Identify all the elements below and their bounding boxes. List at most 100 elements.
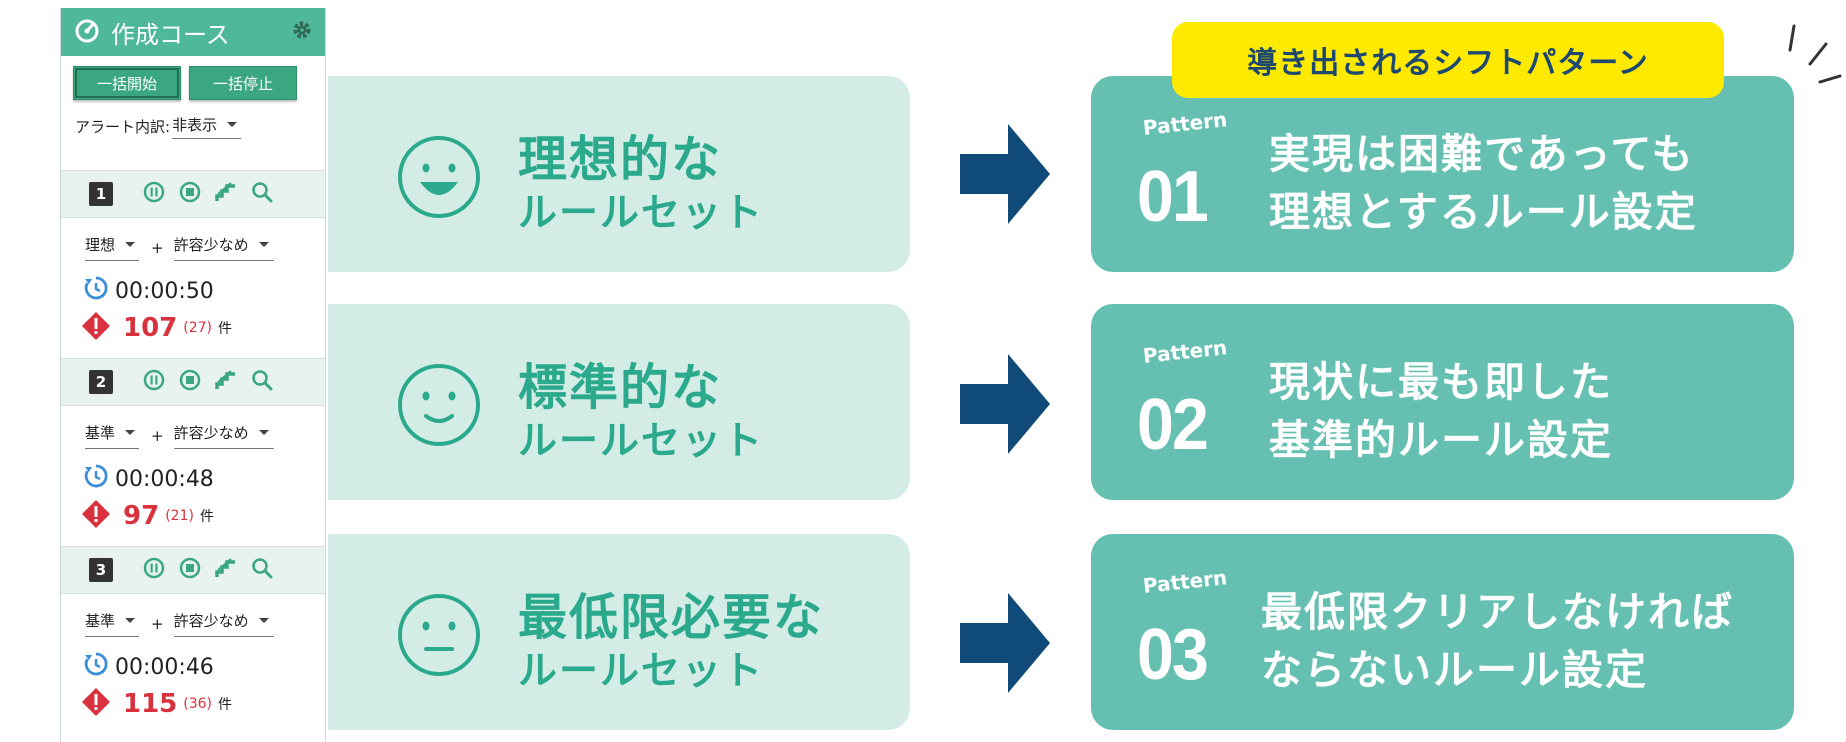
panel-title: 作成コース bbox=[111, 20, 230, 49]
elapsed-time: 00:00:48 bbox=[115, 466, 214, 492]
alert-breakdown-select[interactable]: 非表示 bbox=[172, 114, 242, 139]
alert-icon bbox=[81, 499, 111, 533]
alert-icon bbox=[81, 687, 111, 721]
tolerance-select[interactable]: 許容少なめ bbox=[173, 422, 274, 449]
alert-unit: 件 bbox=[218, 697, 233, 713]
pause-icon[interactable] bbox=[143, 369, 165, 395]
rule-select[interactable]: 基準 bbox=[85, 422, 139, 449]
chevron-down-icon bbox=[227, 121, 238, 127]
neutral-face-icon bbox=[396, 592, 482, 682]
alert-icon bbox=[81, 311, 111, 345]
steps-icon[interactable] bbox=[215, 557, 237, 583]
pattern-word: Pattern bbox=[1141, 335, 1229, 368]
plus-sign: + bbox=[151, 426, 164, 445]
rule-select-value: 基準 bbox=[85, 612, 116, 630]
calm-smile-face-icon bbox=[396, 362, 482, 452]
course-item: 3 基準 + 許容少なめ 00:00:46 115 (36) 件 bbox=[61, 546, 325, 721]
pattern-number: 01 bbox=[1137, 157, 1209, 237]
search-icon[interactable] bbox=[251, 181, 273, 207]
tolerance-select-value: 許容少なめ bbox=[173, 236, 249, 254]
rule-select[interactable]: 理想 bbox=[85, 234, 139, 261]
pause-icon[interactable] bbox=[143, 557, 165, 583]
course-number: 2 bbox=[89, 370, 113, 394]
search-icon[interactable] bbox=[251, 369, 273, 395]
ruleset-subtitle: ルールセット bbox=[518, 191, 765, 236]
alert-count: (21) bbox=[165, 508, 194, 524]
course-panel: 作成コース 一括開始 一括停止 アラート内訳: 非表示 1 理想 + bbox=[60, 8, 326, 742]
elapsed-time: 00:00:46 bbox=[115, 654, 214, 680]
timer-icon bbox=[83, 651, 115, 683]
course-toolbar: 2 bbox=[61, 358, 325, 406]
stop-all-button[interactable]: 一括停止 bbox=[189, 66, 297, 100]
steps-icon[interactable] bbox=[215, 181, 237, 207]
speedometer-icon bbox=[73, 16, 101, 48]
pause-icon[interactable] bbox=[143, 181, 165, 207]
start-all-button[interactable]: 一括開始 bbox=[73, 66, 181, 100]
chevron-down-icon bbox=[258, 242, 269, 247]
alert-unit: 件 bbox=[199, 509, 214, 525]
pattern-line-2: 理想とするルール設定 bbox=[1269, 188, 1698, 236]
ruleset-title: 最低限必要な bbox=[518, 589, 825, 646]
chevron-down-icon bbox=[258, 430, 269, 435]
chevron-down-icon bbox=[125, 618, 136, 623]
tolerance-select[interactable]: 許容少なめ bbox=[173, 610, 274, 637]
pattern-line-1: 実現は困難であっても bbox=[1269, 130, 1695, 178]
course-item: 1 理想 + 許容少なめ 00:00:50 107 (27) 件 bbox=[61, 170, 325, 345]
course-number: 3 bbox=[89, 558, 113, 582]
alert-breakdown-value: 非表示 bbox=[172, 115, 218, 134]
plus-sign: + bbox=[151, 238, 164, 257]
emphasis-lines-icon bbox=[1788, 24, 1842, 84]
ruleset-card-minimum: 最低限必要な ルールセット bbox=[328, 534, 910, 730]
ruleset-subtitle: ルールセット bbox=[518, 649, 765, 694]
shift-pattern-badge: 導き出されるシフトパターン bbox=[1172, 22, 1724, 98]
alert-total: 115 bbox=[123, 689, 178, 719]
alert-total: 107 bbox=[123, 313, 178, 343]
rule-select-value: 理想 bbox=[85, 236, 116, 254]
ruleset-title: 理想的な bbox=[518, 131, 723, 188]
course-item: 2 基準 + 許容少なめ 00:00:48 97 (21) 件 bbox=[61, 358, 325, 533]
ruleset-card-ideal: 理想的な ルールセット bbox=[328, 76, 910, 272]
pattern-line-2: ならないルール設定 bbox=[1261, 646, 1648, 694]
alert-unit: 件 bbox=[218, 321, 233, 337]
chevron-down-icon bbox=[125, 430, 136, 435]
pattern-line-1: 現状に最も即した bbox=[1269, 358, 1613, 406]
right-arrow-icon bbox=[960, 354, 1050, 454]
stop-icon[interactable] bbox=[179, 369, 201, 395]
ruleset-subtitle: ルールセット bbox=[518, 419, 765, 464]
rule-select[interactable]: 基準 bbox=[85, 610, 139, 637]
elapsed-time: 00:00:50 bbox=[115, 278, 214, 304]
course-toolbar: 1 bbox=[61, 170, 325, 218]
pattern-line-1: 最低限クリアしなければ bbox=[1261, 588, 1734, 636]
pattern-line-2: 基準的ルール設定 bbox=[1269, 416, 1613, 464]
ruleset-card-standard: 標準的な ルールセット bbox=[328, 304, 910, 500]
pattern-card-02: Pattern 02 現状に最も即した 基準的ルール設定 bbox=[1091, 304, 1794, 500]
stop-icon[interactable] bbox=[179, 181, 201, 207]
pattern-number: 02 bbox=[1137, 385, 1209, 465]
alert-total: 97 bbox=[123, 501, 160, 531]
pattern-card-03: Pattern 03 最低限クリアしなければ ならないルール設定 bbox=[1091, 534, 1794, 730]
plus-sign: + bbox=[151, 614, 164, 633]
tolerance-select-value: 許容少なめ bbox=[173, 424, 249, 442]
smile-face-icon bbox=[396, 134, 482, 224]
alert-count: (36) bbox=[183, 696, 213, 712]
pattern-card-01: Pattern 01 実現は困難であっても 理想とするルール設定 bbox=[1091, 76, 1794, 272]
gear-icon[interactable] bbox=[291, 19, 313, 45]
tolerance-select-value: 許容少なめ bbox=[173, 612, 249, 630]
right-arrow-icon bbox=[960, 124, 1050, 224]
search-icon[interactable] bbox=[251, 557, 273, 583]
chevron-down-icon bbox=[125, 242, 136, 247]
stop-icon[interactable] bbox=[179, 557, 201, 583]
pattern-word: Pattern bbox=[1141, 565, 1229, 598]
tolerance-select[interactable]: 許容少なめ bbox=[173, 234, 274, 261]
right-arrow-icon bbox=[960, 593, 1050, 693]
pattern-number: 03 bbox=[1137, 615, 1209, 695]
chevron-down-icon bbox=[258, 618, 269, 623]
panel-header: 作成コース bbox=[61, 8, 325, 56]
timer-icon bbox=[83, 275, 115, 307]
ruleset-title: 標準的な bbox=[518, 359, 723, 416]
pattern-word: Pattern bbox=[1141, 107, 1229, 140]
course-number: 1 bbox=[89, 182, 113, 206]
alert-breakdown-label: アラート内訳: bbox=[75, 117, 171, 136]
rule-select-value: 基準 bbox=[85, 424, 116, 442]
steps-icon[interactable] bbox=[215, 369, 237, 395]
